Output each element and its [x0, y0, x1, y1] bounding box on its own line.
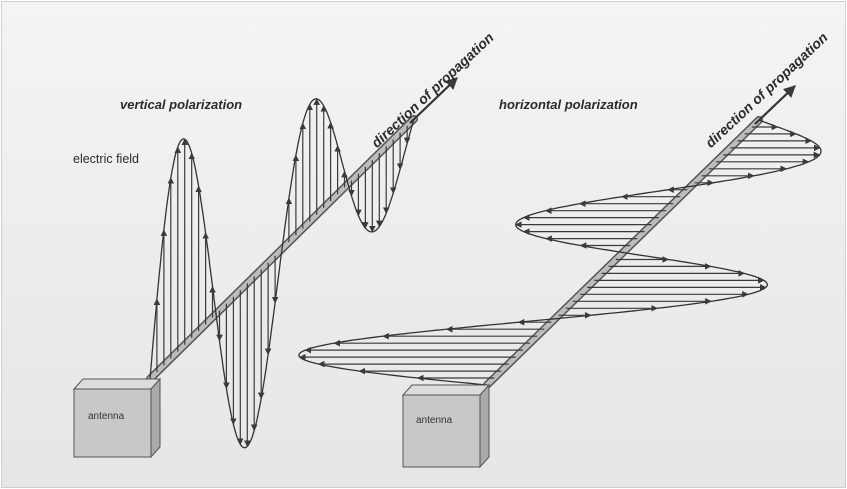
- vertical-polarization-title: vertical polarization: [120, 97, 243, 112]
- electric-field-wave: [298, 119, 822, 386]
- vertical-polarization-figure: [72, 77, 458, 459]
- antenna-label-right: antenna: [416, 415, 453, 426]
- field-vector-arrows: [153, 98, 411, 447]
- horizontal-polarization-figure: [298, 85, 822, 469]
- antenna-box: [72, 377, 162, 459]
- electric-field-wave: [149, 98, 415, 449]
- propagation-arrow: [409, 77, 458, 124]
- field-vector-arrows: [299, 123, 821, 382]
- electric-field-label: electric field: [73, 152, 139, 166]
- horizontal-polarization-title: horizontal polarization: [499, 97, 638, 112]
- propagation-arrow: [754, 85, 796, 125]
- antenna-box: [401, 383, 491, 469]
- antenna-label-left: antenna: [88, 411, 125, 422]
